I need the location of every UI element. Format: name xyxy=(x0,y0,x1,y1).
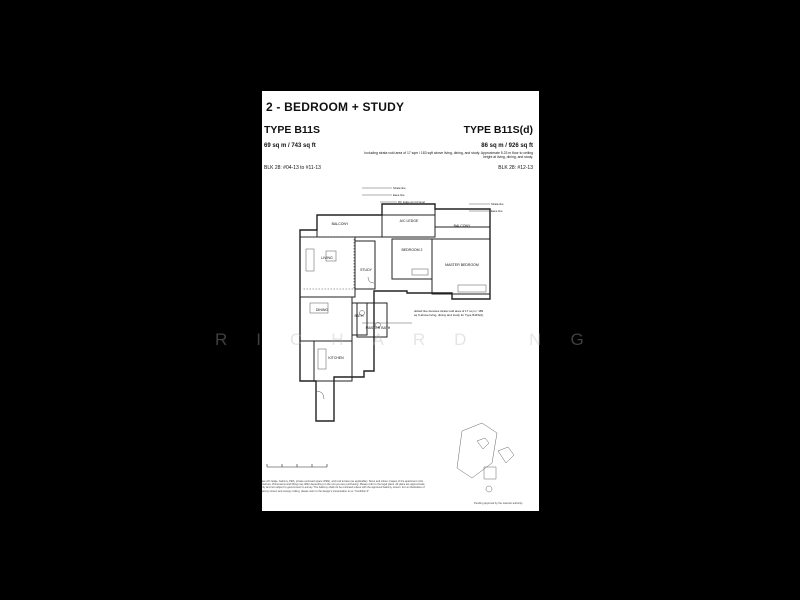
label-strata-line-right: Strata line xyxy=(491,202,504,206)
strata-void-note: Including strata void area of 17 sqm / 1… xyxy=(364,151,533,160)
room-dining: DINING xyxy=(316,308,329,312)
area-left: 69 sq m / 743 sq ft xyxy=(264,143,316,149)
approval-note: Pending approval by the relevant authori… xyxy=(474,502,523,505)
label-strata-line: Strata line xyxy=(393,186,406,190)
room-master-bath: MASTER BATH xyxy=(366,326,391,330)
room-master-bedroom: MASTER BEDROOM xyxy=(445,263,479,267)
block-units-left: BLK 28: #04-13 to #11-13 xyxy=(264,165,321,171)
label-rc-ledge: RC ledge at roof level xyxy=(398,200,425,204)
label-eave-line: Eave line xyxy=(393,193,405,197)
room-balcony-left: BALCONY xyxy=(332,222,349,226)
label-eave-line-right: Eave line xyxy=(491,209,503,213)
room-study: STUDY xyxy=(360,268,373,272)
room-bedroom-2: BEDROOM 2 xyxy=(401,248,422,252)
floor-plan-drawing: BALCONY BALCONY A/C LEDGE LIVING STUDY B… xyxy=(266,186,515,493)
unit-type-right: TYPE B11S(d) xyxy=(463,124,533,136)
room-ac-ledge: A/C LEDGE xyxy=(400,219,419,223)
room-living: LIVING xyxy=(321,256,333,260)
unit-type-left: TYPE B11S xyxy=(264,124,321,136)
room-kitchen: KITCHEN xyxy=(328,356,344,360)
room-balcony-right: BALCONY xyxy=(454,224,471,228)
page-title: 2 - BEDROOM + STUDY xyxy=(266,100,405,114)
block-units-right: BLK 28: #12-13 xyxy=(498,165,533,171)
floor-plan-sheet: 2 - BEDROOM + STUDY TYPE B11S TYPE B11S(… xyxy=(262,91,539,511)
watermark: RICHARD NG xyxy=(215,330,613,349)
room-bath: BATH xyxy=(354,314,364,318)
disclaimer: Areas included are A/C ledge, balcony, P… xyxy=(262,480,425,493)
area-right: 86 sq m / 926 sq ft xyxy=(481,143,533,149)
strata-void-callout: dotted line denotes strata void area of … xyxy=(414,309,484,317)
